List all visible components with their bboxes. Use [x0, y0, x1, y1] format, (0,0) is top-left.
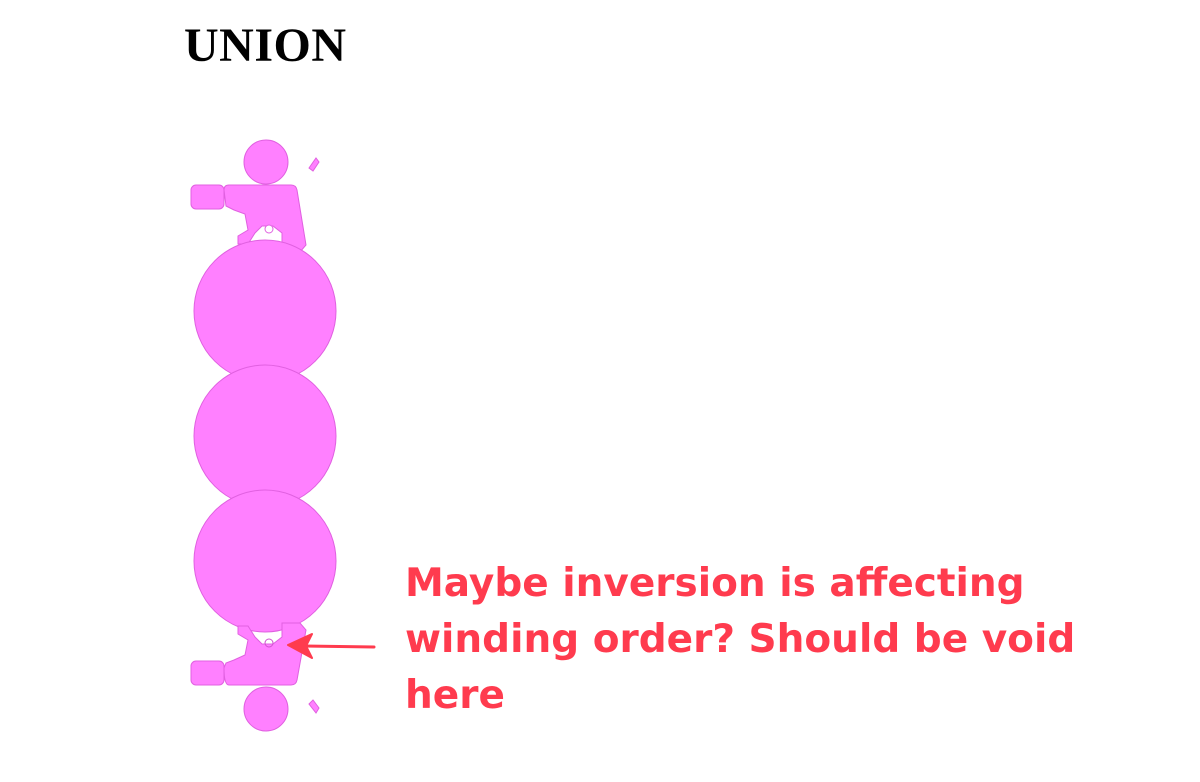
- annotation-arrow-icon: [287, 633, 376, 659]
- page-title: UNION: [184, 19, 347, 72]
- top-void-hole: [264, 224, 274, 234]
- circle-3: [193, 489, 337, 633]
- top-body: [223, 184, 307, 253]
- top-head-circle: [243, 139, 289, 185]
- bottom-hole-outline: [264, 638, 274, 648]
- bottom-sliver: [308, 699, 320, 714]
- bottom-body: [223, 622, 307, 686]
- union-shape: [190, 139, 337, 732]
- bottom-head-circle: [243, 686, 289, 732]
- circle-1: [193, 239, 337, 383]
- annotation-note: Maybe inversion is affecting winding ord…: [405, 561, 1076, 718]
- bottom-left-pad: [190, 660, 225, 686]
- top-left-pad: [190, 184, 225, 210]
- top-sliver: [308, 157, 320, 172]
- circle-2: [193, 364, 337, 508]
